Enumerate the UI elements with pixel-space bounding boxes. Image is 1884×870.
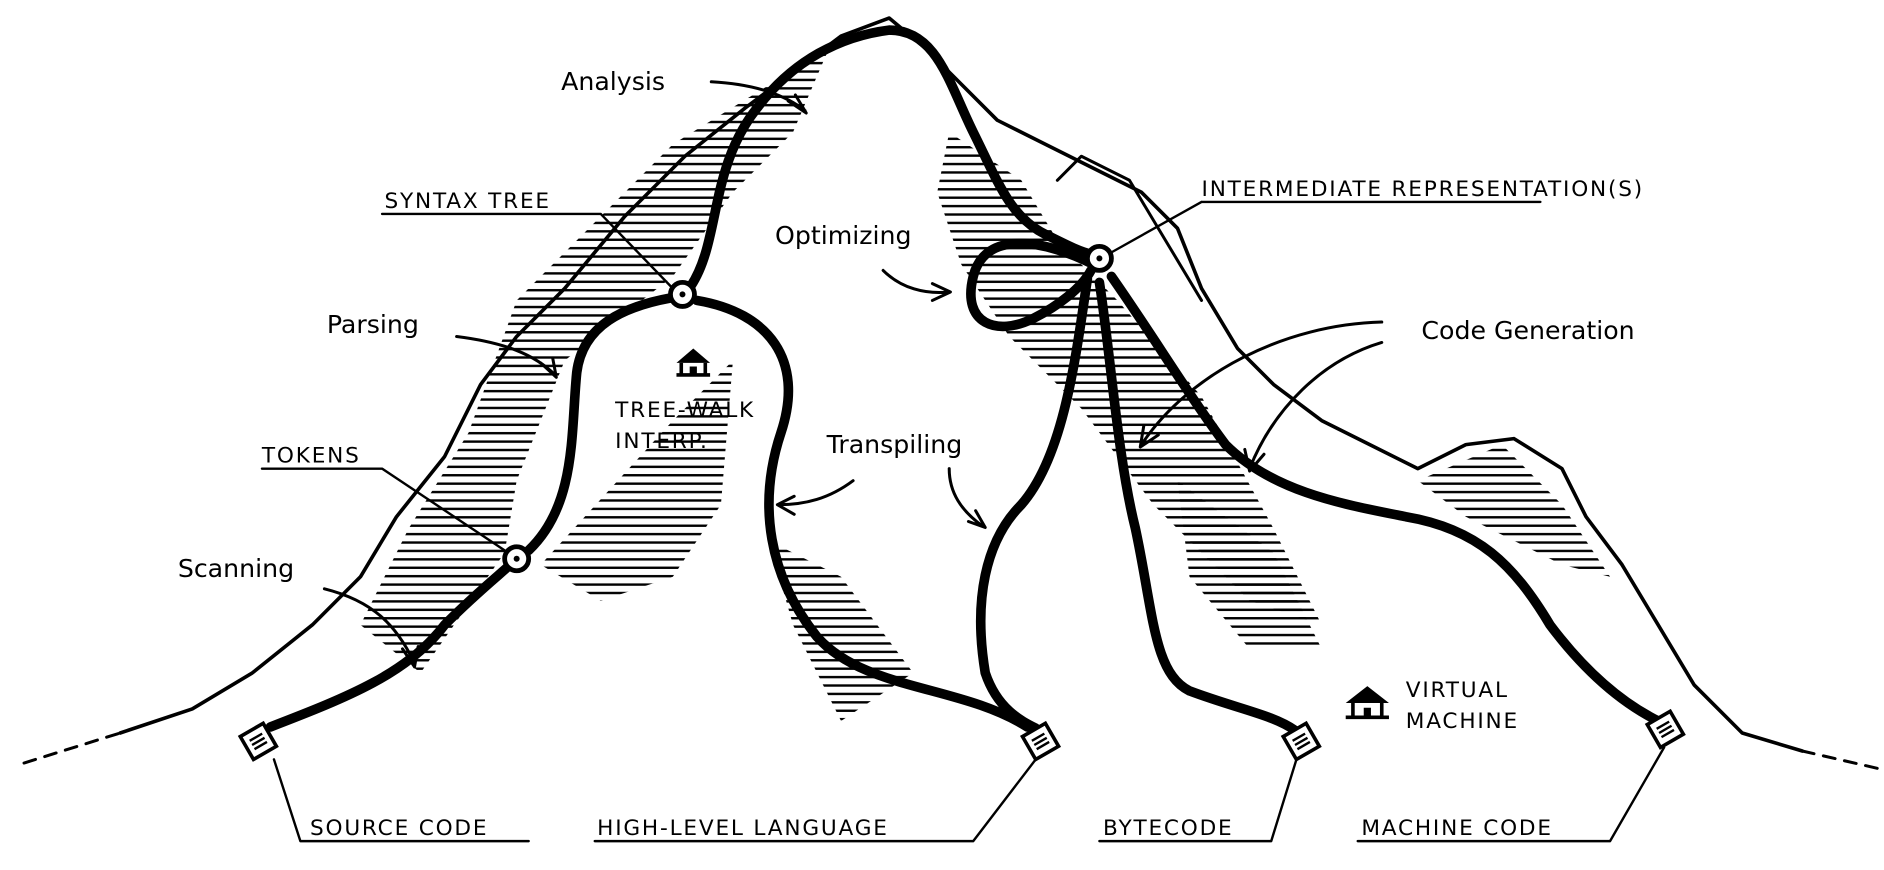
transpiling-label: Transpiling bbox=[826, 430, 963, 459]
stage-arrows bbox=[322, 80, 1384, 669]
optimizing-label: Optimizing bbox=[775, 221, 912, 250]
source-code-label: SOURCE CODE bbox=[310, 816, 488, 841]
machine-code-label: MACHINE CODE bbox=[1361, 816, 1552, 841]
virtual-machine-hut-icon bbox=[1345, 686, 1389, 720]
source-code-file-icon bbox=[237, 720, 279, 762]
compiler-roads bbox=[265, 25, 1663, 736]
analysis-label: Analysis bbox=[561, 67, 665, 96]
bytecode-file-icon bbox=[1280, 720, 1322, 762]
machine-label: MACHINE bbox=[1406, 709, 1519, 734]
intermediate-representation-label: INTERMEDIATE REPRESENTATION(S) bbox=[1202, 177, 1644, 202]
scanning-label: Scanning bbox=[178, 554, 294, 583]
syntax-tree-label: SYNTAX TREE bbox=[384, 189, 550, 214]
label-leaders bbox=[260, 200, 1666, 843]
machine-code-file-icon bbox=[1644, 708, 1686, 750]
node-markers bbox=[502, 243, 1114, 574]
mountain-outline bbox=[22, 16, 1882, 771]
tree-walk-label: TREE-WALK bbox=[614, 398, 755, 423]
bytecode-label: BYTECODE bbox=[1103, 816, 1234, 841]
code-generation-label: Code Generation bbox=[1421, 316, 1634, 345]
virtual-label: VIRTUAL bbox=[1406, 678, 1509, 703]
interp-label: INTERP. bbox=[615, 429, 709, 454]
file-icons bbox=[237, 708, 1686, 762]
high-level-language-file-icon bbox=[1020, 720, 1062, 762]
high-level-language-label: HIGH-LEVEL LANGUAGE bbox=[597, 816, 889, 841]
tree-walk-hut-icon bbox=[676, 348, 711, 377]
tokens-label: TOKENS bbox=[261, 444, 361, 469]
parsing-label: Parsing bbox=[327, 310, 419, 339]
